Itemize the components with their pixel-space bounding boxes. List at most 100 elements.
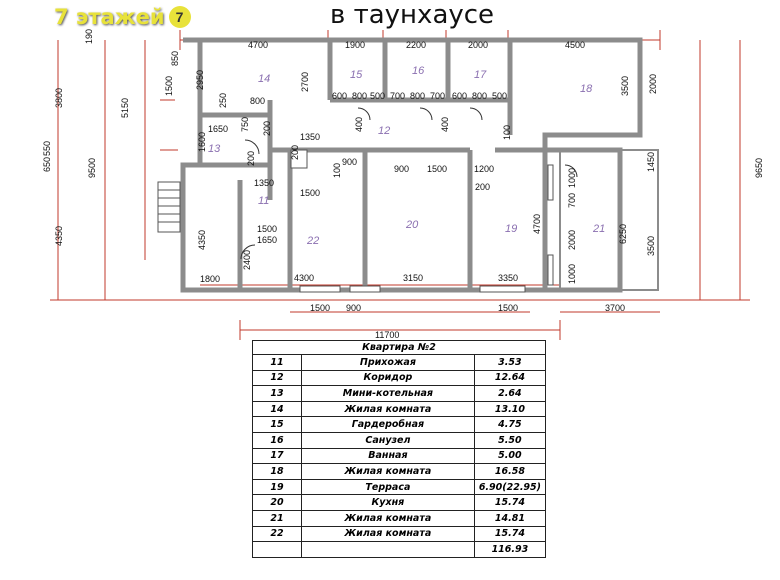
room-num: 11 xyxy=(252,354,302,371)
dimension-label: 1200 xyxy=(474,164,494,174)
room-area: 4.75 xyxy=(473,416,547,433)
dimension-label: 500 xyxy=(370,91,385,101)
room-name: Жилая комната xyxy=(301,463,475,480)
dimension-label: 3150 xyxy=(403,273,423,283)
dimension-label: 500 xyxy=(492,91,507,101)
dimension-label: 1650 xyxy=(257,235,277,245)
dimension-label: 4300 xyxy=(294,273,314,283)
dimension-label: 2200 xyxy=(406,40,426,50)
dimension-label: 1650 xyxy=(208,124,228,134)
dimension-label: 900 xyxy=(346,303,361,313)
dimension-label: 800 xyxy=(352,91,367,101)
dimension-label: 600 xyxy=(452,91,467,101)
dimension-label: 600 xyxy=(332,91,347,101)
windows xyxy=(290,149,554,293)
room-label-21: 20 xyxy=(405,219,419,231)
dimension-label: 11700 xyxy=(375,330,399,340)
room-name: Коридор xyxy=(301,369,475,387)
dimension-label: 9650 xyxy=(754,158,764,178)
dimension-label: 800 xyxy=(410,91,425,101)
dimension-label: 2400 xyxy=(242,250,252,270)
dimension-label: 2700 xyxy=(300,72,310,92)
room-name: Гардеробная xyxy=(301,416,475,433)
room-area: 15.74 xyxy=(473,494,547,511)
dimension-label: 1500 xyxy=(164,76,174,96)
dimension-label: 3500 xyxy=(646,236,656,256)
dimension-label: 3800 xyxy=(54,88,64,108)
room-label-20: 19 xyxy=(505,223,517,235)
room-num: 13 xyxy=(252,385,302,402)
table-header: Квартира №2 xyxy=(252,340,546,355)
room-area: 13.10 xyxy=(473,400,547,418)
table-header-row: Квартира №2 xyxy=(252,340,546,355)
room-area: 12.64 xyxy=(473,369,547,387)
dimension-label: 2000 xyxy=(567,230,577,250)
dimension-label: 4350 xyxy=(54,226,64,246)
dimension-label: 4700 xyxy=(248,40,268,50)
room-name: Жилая комната xyxy=(301,400,475,418)
dimension-label: 1000 xyxy=(567,168,577,188)
room-label-16: 16 xyxy=(412,65,425,77)
dimension-label: 100 xyxy=(332,163,342,178)
dimension-label: 2950 xyxy=(195,70,205,90)
room-name: Мини-котельная xyxy=(301,385,475,402)
room-label-17: 17 xyxy=(474,69,487,81)
floors-label: 7 этажей xyxy=(54,5,165,29)
dimension-label: 200 xyxy=(246,151,256,166)
dimension-label: 5150 xyxy=(120,98,130,118)
room-area: 2.64 xyxy=(473,385,547,402)
room-label-12: 12 xyxy=(378,125,390,137)
dimension-label: 4350 xyxy=(197,230,207,250)
room-num: 17 xyxy=(252,447,302,465)
dimension-label: 4500 xyxy=(565,40,585,50)
room-name: Санузел xyxy=(301,431,475,449)
room-num: 20 xyxy=(252,494,302,511)
room-name: Прихожая xyxy=(301,354,475,371)
room-name: Терраса xyxy=(301,478,475,496)
floor-plan: 14 15 16 17 18 12 13 11 20 19 21 22 4700… xyxy=(42,29,764,340)
dimension-label: 1500 xyxy=(310,303,330,313)
floors-badge: 7 этажей 7 xyxy=(0,0,191,34)
room-area: 16.58 xyxy=(473,463,547,480)
room-area: 5.50 xyxy=(473,431,547,449)
room-num: 15 xyxy=(252,416,302,433)
dimension-label: 2000 xyxy=(648,74,658,94)
door-arcs xyxy=(240,107,578,260)
dimension-label: 1350 xyxy=(254,178,274,188)
dimension-label: 2000 xyxy=(468,40,488,50)
dimension-label: 1350 xyxy=(300,132,320,142)
room-name: Кухня xyxy=(301,494,475,511)
dimension-label: 200 xyxy=(262,121,272,136)
dimension-label: 9500 xyxy=(87,158,97,178)
dimension-label: 1500 xyxy=(300,188,320,198)
terrace-outline xyxy=(559,149,659,291)
total-area: 116.93 xyxy=(473,541,547,558)
page-title: в таунхаусе xyxy=(330,0,495,30)
dimension-label: 800 xyxy=(250,96,265,106)
dimension-label: 3500 xyxy=(620,76,630,96)
dimension-label: 700 xyxy=(567,193,577,208)
room-area: 5.00 xyxy=(473,447,547,465)
dimension-label: 1800 xyxy=(200,274,220,284)
dimension-label: 400 xyxy=(440,117,450,132)
room-labels: 14 15 16 17 18 12 13 11 20 19 21 22 xyxy=(208,65,605,247)
dimension-label: 6250 xyxy=(618,224,628,244)
dimension-lines xyxy=(50,30,750,340)
room-label-15: 15 xyxy=(350,69,363,81)
dimension-label: 550 xyxy=(42,141,52,156)
room-num: 21 xyxy=(252,509,302,527)
dimension-label: 1500 xyxy=(257,224,277,234)
room-label-14: 14 xyxy=(258,73,270,85)
dimension-label: 1500 xyxy=(498,303,518,313)
dimension-label: 250 xyxy=(218,93,228,108)
